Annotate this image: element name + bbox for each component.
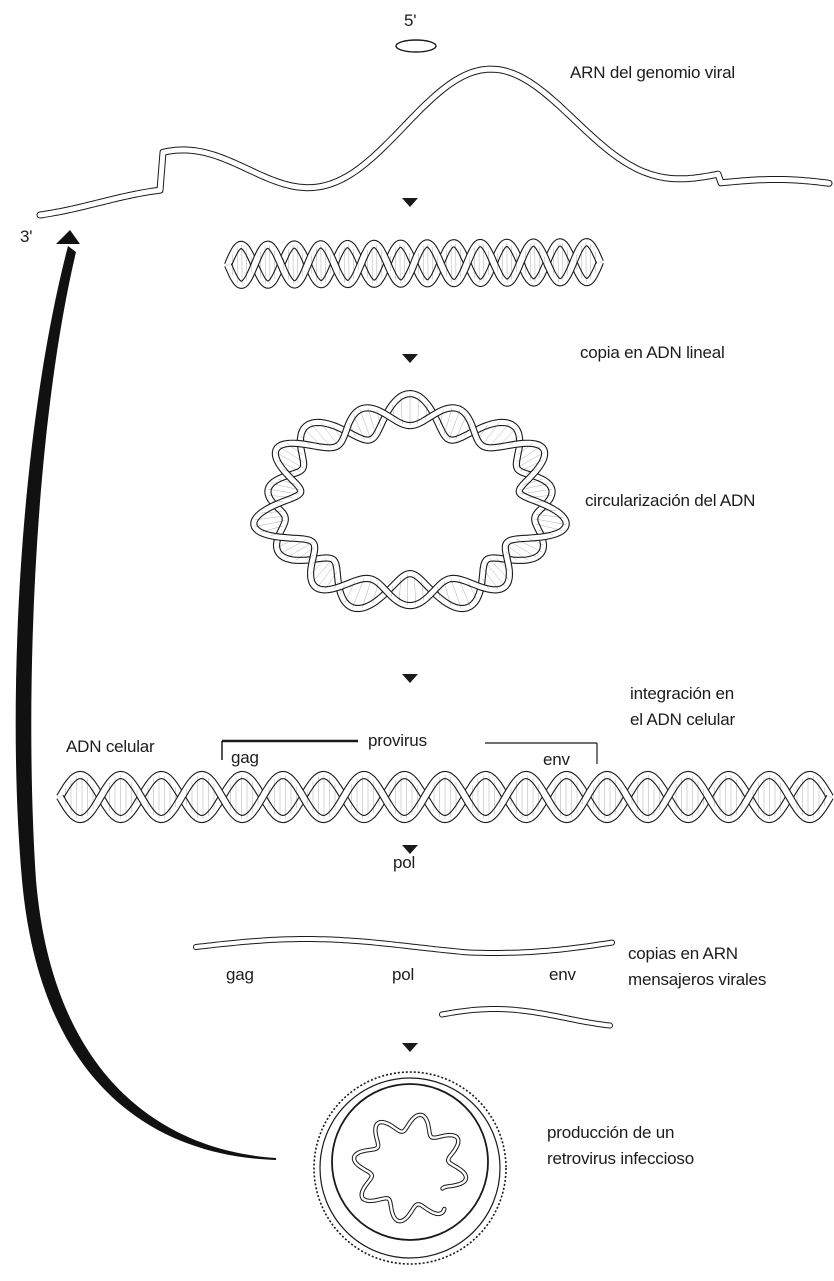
step-arrow-icon xyxy=(402,674,418,683)
pol-mrna-label: pol xyxy=(392,964,414,986)
provirus-label: provirus xyxy=(368,730,427,752)
env-gene-label-top: env xyxy=(543,749,570,771)
retrovirus-envelope-inner-edge xyxy=(320,1078,500,1258)
retrovirus-rna-genome xyxy=(354,1115,466,1221)
five-prime-loop xyxy=(396,40,436,52)
three-prime-label: 3' xyxy=(20,226,32,248)
env-mrna-label: env xyxy=(549,964,576,986)
mrna-label-line2: mensajeros virales xyxy=(628,969,766,991)
gag-gene-label-top: gag xyxy=(231,747,259,769)
integration-label-line1: integración en xyxy=(630,683,734,705)
viral-genome-label: ARN del genomio viral xyxy=(570,62,735,84)
mrna-label-line1: copias en ARN xyxy=(628,943,738,965)
full-length-mrna-strand xyxy=(196,939,612,953)
circular-dna-label: circularización del ADN xyxy=(585,490,755,512)
circular-dna-helix xyxy=(254,394,566,609)
production-label-line2: retrovirus infeccioso xyxy=(547,1148,694,1170)
gag-mrna-label: gag xyxy=(226,964,254,986)
retrovirus-outer-envelope xyxy=(314,1072,506,1264)
retrovirus-particle xyxy=(314,1072,506,1264)
cellular-dna-helix xyxy=(60,775,830,819)
return-arrow-icon xyxy=(16,230,276,1160)
step-arrow-icon xyxy=(402,1043,418,1052)
viral-rna-genome-strand xyxy=(40,69,829,215)
pol-gene-label-mid: pol xyxy=(393,852,415,874)
cellular-dna-label: ADN celular xyxy=(66,736,155,758)
linear-dna-label: copia en ADN lineal xyxy=(580,342,725,364)
five-prime-label: 5' xyxy=(404,10,416,32)
production-label-line1: producción de un xyxy=(547,1122,674,1144)
linear-dna-helix xyxy=(228,242,600,285)
step-arrow-icon xyxy=(402,354,418,363)
step-arrow-icon xyxy=(402,198,418,207)
env-mrna-strand xyxy=(442,1009,610,1026)
integration-label-line2: el ADN celular xyxy=(630,709,735,731)
